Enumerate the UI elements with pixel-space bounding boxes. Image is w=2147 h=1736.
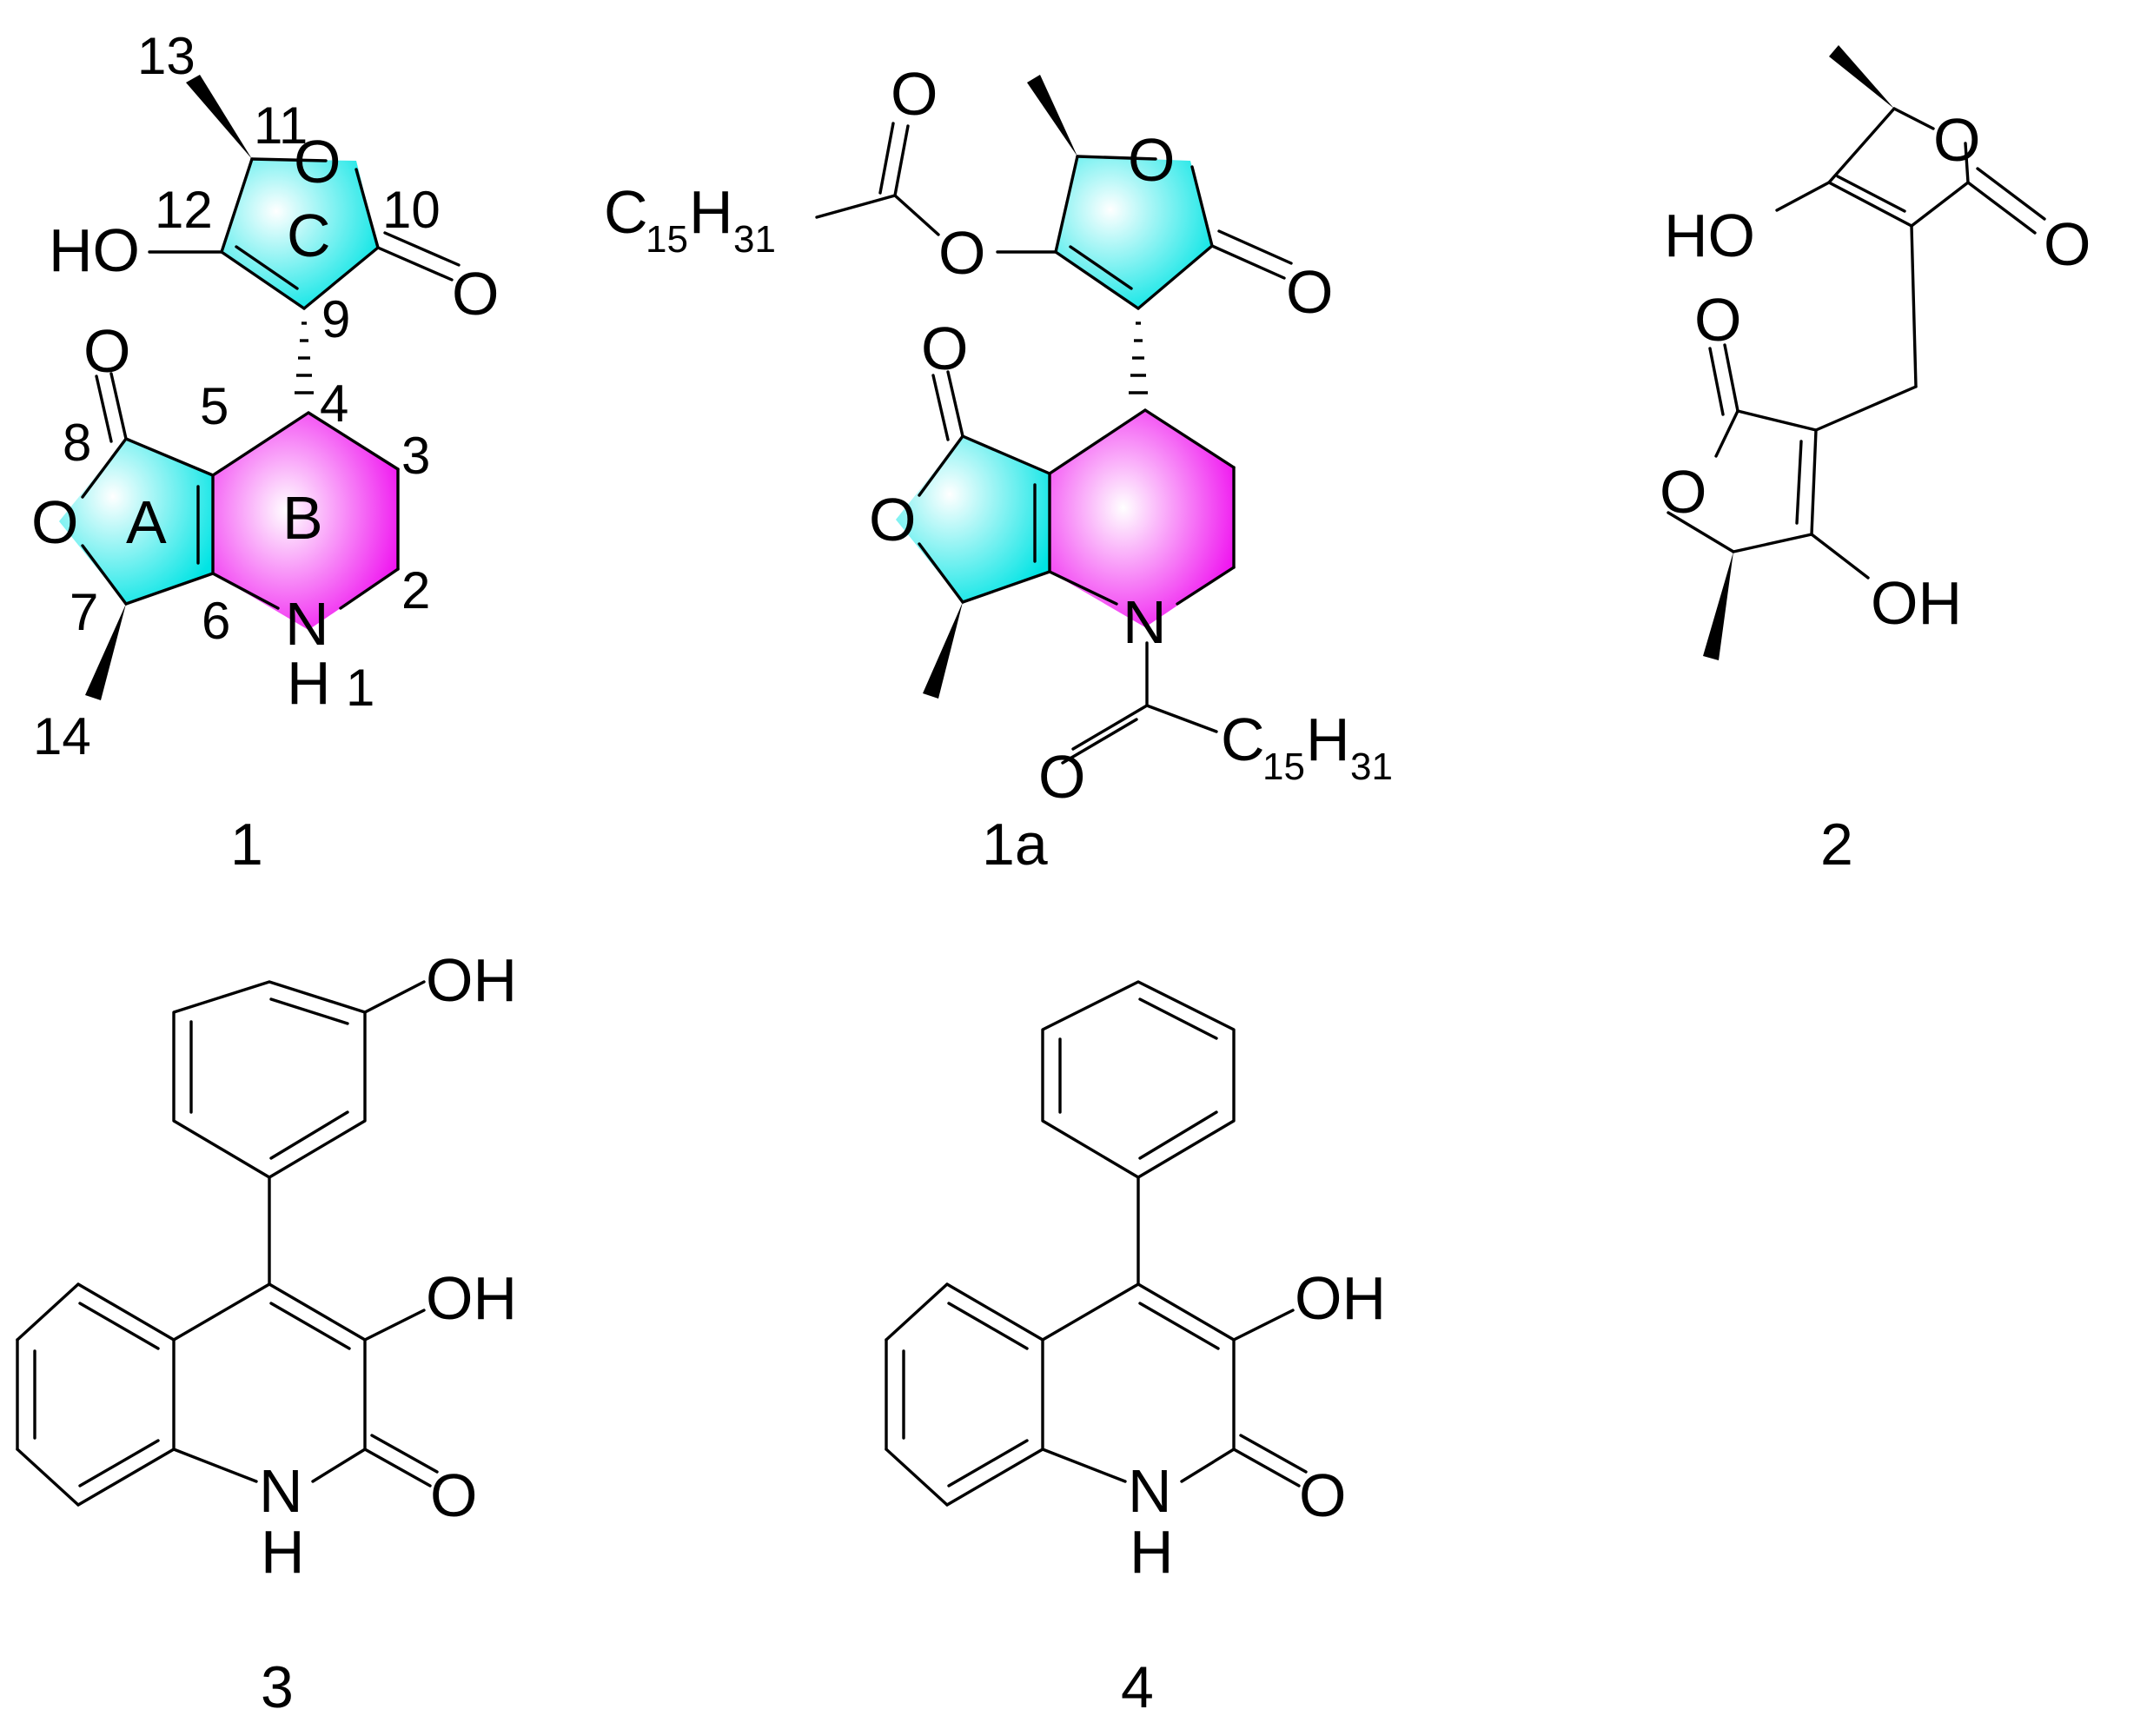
hashed-bond <box>1129 321 1148 394</box>
atom-o: O <box>1299 1461 1346 1529</box>
compound-label-1a: 1a <box>982 812 1048 878</box>
atom-n: N <box>1123 588 1167 656</box>
atom-o: O <box>1660 458 1706 526</box>
formula-subscript-31: 31 <box>733 218 776 261</box>
atom-number-2: 2 <box>401 561 430 620</box>
atom-n: N <box>259 1457 303 1525</box>
atom-h: H <box>261 1518 305 1586</box>
compound-label-4: 4 <box>1121 1654 1154 1720</box>
compound-1a: O O O O O O N O C 15 H 31 C 15 H 31 1a <box>604 60 1393 878</box>
formula-subscript-31: 31 <box>1350 745 1393 788</box>
atom-o: O <box>83 317 130 385</box>
formula-c: C <box>604 178 648 246</box>
ring-b-fill <box>213 413 398 630</box>
atom-ho: HO <box>49 216 140 284</box>
compound-label-1: 1 <box>230 812 263 878</box>
compound-1: O O HO O O N H C A B 1 2 3 4 5 6 7 8 9 1… <box>31 27 499 878</box>
compound-2: O O HO O O OH 2 <box>1660 45 2091 878</box>
atom-number-12: 12 <box>155 181 213 239</box>
atom-h: H <box>1130 1518 1174 1586</box>
atom-oh: OH <box>1871 569 1962 637</box>
ring-c-fill <box>222 159 378 308</box>
compound-4: OH O N H 4 <box>885 980 1386 1720</box>
compound-label-2: 2 <box>1820 812 1853 878</box>
atom-o: O <box>891 60 938 128</box>
ring-a-fill <box>896 436 1050 602</box>
atom-number-6: 6 <box>202 592 230 650</box>
atom-o: O <box>1933 106 1980 174</box>
atom-n: N <box>1128 1457 1172 1525</box>
formula-c: C <box>1221 706 1265 773</box>
atom-o: O <box>2044 210 2091 278</box>
atom-o: O <box>430 1461 477 1529</box>
atom-number-11: 11 <box>254 96 308 155</box>
atom-o: O <box>1038 743 1085 811</box>
ring-letter-a: A <box>126 488 167 556</box>
atom-number-10: 10 <box>382 181 441 239</box>
ring-letter-b: B <box>282 484 323 552</box>
formula-h: H <box>1306 706 1350 773</box>
formula-subscript-15: 15 <box>646 218 688 261</box>
atom-number-9: 9 <box>321 290 350 348</box>
atom-oh: OH <box>426 1264 517 1332</box>
atom-number-8: 8 <box>63 414 91 472</box>
ring-a-fill <box>59 439 213 604</box>
atom-number-7: 7 <box>70 583 98 641</box>
atom-o: O <box>938 219 985 287</box>
atom-number-4: 4 <box>320 374 348 433</box>
atom-o: O <box>452 260 499 328</box>
ring-letter-c: C <box>287 202 331 269</box>
atom-oh: OH <box>1295 1264 1386 1332</box>
formula-h: H <box>689 178 733 246</box>
atom-o: O <box>31 488 78 556</box>
compound-3: OH OH O N H 3 <box>16 946 517 1720</box>
ring-b-fill <box>1050 410 1234 627</box>
atom-number-1: 1 <box>346 659 374 717</box>
atom-o: O <box>869 486 916 553</box>
atom-h: H <box>287 649 331 717</box>
compound-label-3: 3 <box>261 1654 294 1720</box>
atom-o: O <box>1286 258 1333 326</box>
atom-ho: HO <box>1664 202 1755 269</box>
ring-c-fill <box>1056 156 1212 308</box>
atom-o: O <box>294 128 341 195</box>
atom-number-5: 5 <box>200 377 229 435</box>
atom-number-3: 3 <box>401 427 430 485</box>
atom-o: O <box>921 315 968 382</box>
hashed-bond <box>295 321 314 394</box>
atom-o: O <box>1128 126 1175 194</box>
atom-number-14: 14 <box>33 707 91 765</box>
formula-subscript-15: 15 <box>1262 745 1305 788</box>
atom-n: N <box>285 590 329 658</box>
atom-oh: OH <box>426 946 517 1014</box>
atom-o: O <box>1694 286 1741 354</box>
atom-number-13: 13 <box>137 27 195 85</box>
